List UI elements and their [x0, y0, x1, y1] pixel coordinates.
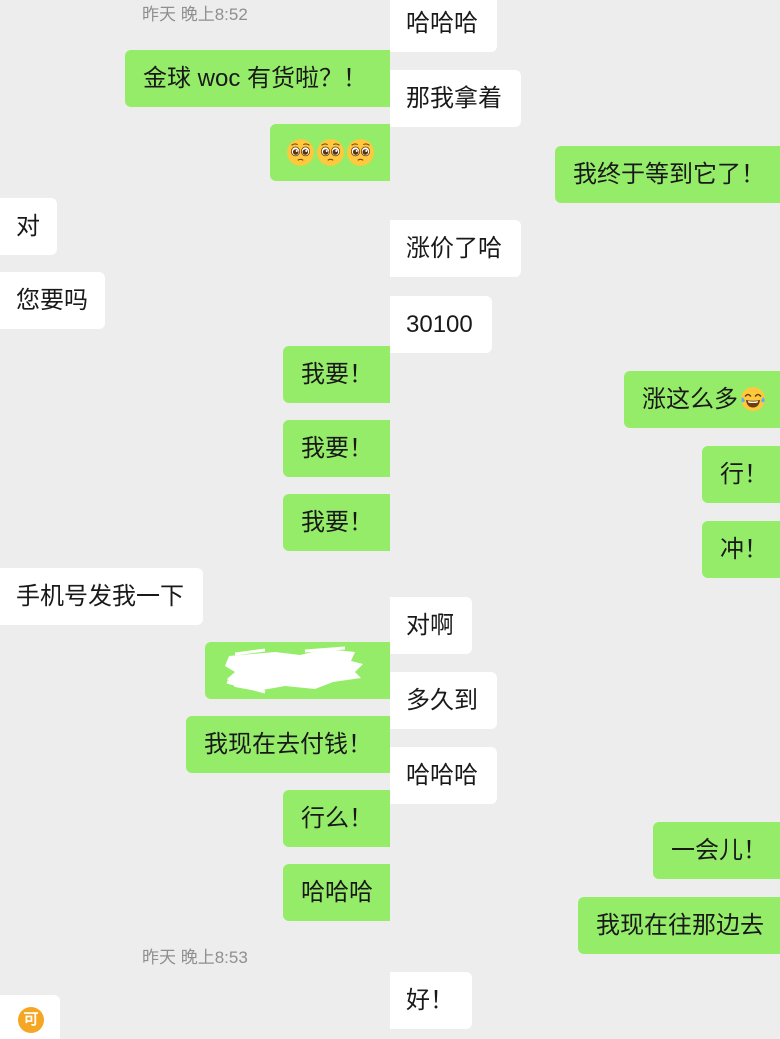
message-text: 对 [16, 213, 40, 240]
sent-message-bubble[interactable]: 我现在去付钱！ [186, 716, 390, 773]
message-text: 涨这么多 [642, 386, 738, 413]
face-with-tears-of-joy-icon [741, 386, 765, 411]
received-message-bubble[interactable]: 哈哈哈 [390, 0, 497, 52]
timestamp: 昨天 晚上8:52 [142, 5, 248, 24]
sent-message-bubble[interactable]: 我要！ [283, 494, 390, 551]
message-text: 您要吗 [16, 287, 88, 314]
received-message-bubble[interactable]: 好！ [390, 972, 472, 1029]
received-message-bubble[interactable]: 涨价了哈 [390, 220, 521, 277]
sent-message-bubble[interactable]: 行！ [702, 446, 780, 503]
sent-message-bubble[interactable]: 行么！ [283, 790, 390, 847]
received-message-bubble[interactable]: 手机号发我一下 [0, 568, 203, 625]
sent-message-bubble[interactable]: 我现在往那边去 [578, 897, 780, 954]
sent-message-bubble[interactable]: 哈哈哈 [283, 864, 390, 921]
message-text: 我现在往那边去 [596, 912, 764, 939]
message-text: 哈哈哈 [406, 762, 478, 789]
message-text: 一会儿！ [671, 837, 767, 864]
sent-message-bubble[interactable]: 我要！ [283, 346, 390, 403]
message-text: 我终于等到它了！ [573, 161, 765, 188]
timestamp: 昨天 晚上8:53 [142, 948, 248, 967]
message-text: 哈哈哈 [301, 879, 373, 906]
received-message-bubble[interactable]: 那我拿着 [390, 70, 521, 127]
message-text: 我要！ [301, 509, 373, 536]
message-text: 那我拿着 [406, 85, 502, 112]
received-message-bubble[interactable]: 多久到 [390, 672, 497, 729]
sent-message-bubble[interactable]: 涨这么多 [624, 371, 780, 428]
message-text: 手机号发我一下 [16, 583, 184, 610]
message-text: 我要！ [301, 361, 373, 388]
sent-message-bubble[interactable]: 我终于等到它了！ [555, 146, 780, 203]
message-text: 我要！ [301, 435, 373, 462]
received-message-bubble[interactable]: 对啊 [390, 597, 472, 654]
received-message-bubble[interactable]: 30100 [390, 296, 492, 353]
received-icon-bubble[interactable]: 可 [0, 995, 60, 1039]
badge-icon: 可 [18, 1007, 44, 1033]
received-message-bubble[interactable]: 您要吗 [0, 272, 105, 329]
sent-message-bubble[interactable]: 一会儿！ [653, 822, 780, 879]
message-text: 行！ [720, 461, 768, 488]
message-text: 对啊 [406, 612, 454, 639]
pleading-face-icon [287, 139, 314, 166]
message-text: 哈哈哈 [406, 10, 478, 37]
message-text: 冲！ [720, 536, 768, 563]
message-text: 好！ [406, 987, 454, 1014]
message-text: 我现在去付钱！ [204, 731, 372, 758]
message-text: 多久到 [406, 687, 478, 714]
message-text: 金球 woc 有货啦？！ [143, 65, 368, 92]
received-message-bubble[interactable]: 对 [0, 198, 57, 255]
message-text: 涨价了哈 [406, 235, 502, 262]
message-text: 30100 [406, 311, 473, 338]
redacted-message-bubble[interactable] [205, 642, 390, 699]
pleading-face-icon [347, 139, 374, 166]
received-message-bubble[interactable]: 哈哈哈 [390, 747, 497, 804]
sent-message-bubble[interactable]: 冲！ [702, 521, 780, 578]
sent-message-bubble[interactable]: 我要！ [283, 420, 390, 477]
sent-emoji-bubble[interactable] [270, 124, 390, 181]
sent-message-bubble[interactable]: 金球 woc 有货啦？！ [125, 50, 390, 107]
message-text: 行么！ [301, 805, 373, 832]
pleading-face-icon [317, 139, 344, 166]
redacted-scribble-icon [225, 646, 363, 694]
